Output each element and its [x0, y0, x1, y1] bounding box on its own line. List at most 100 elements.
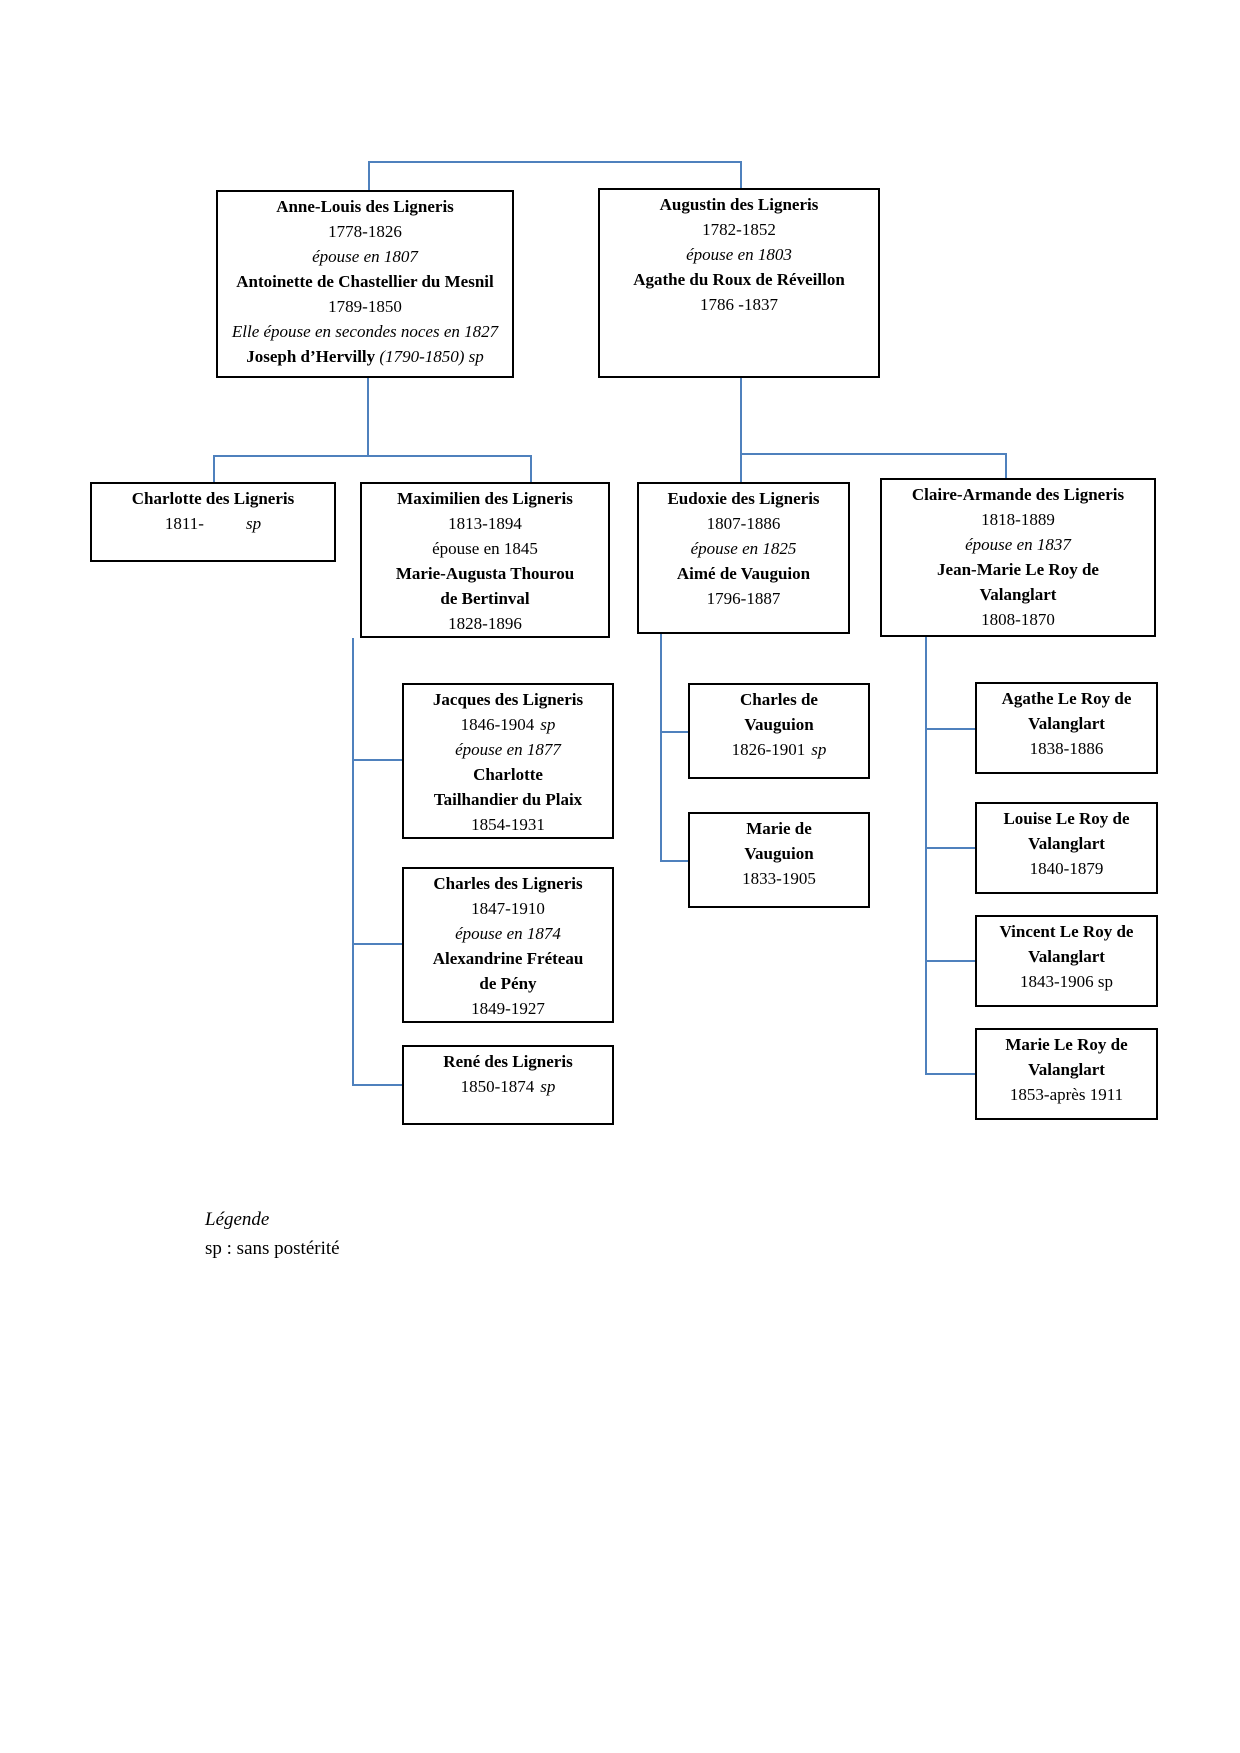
spouse-dates: 1854-1931	[471, 815, 545, 834]
remarriage-note: Elle épouse en secondes noces en 1827	[231, 322, 499, 341]
spouse-dates: 1828-1896	[448, 614, 522, 633]
legend-title: Légende	[205, 1209, 270, 1230]
sp-flag: sp	[811, 740, 827, 759]
spouse-name: Agathe du Roux de Réveillon	[633, 270, 845, 289]
connector-drop-charlotte	[213, 455, 215, 482]
connector-drop-claire	[1005, 453, 1007, 478]
connector-maximilien-children-vertical	[352, 638, 354, 1086]
person-box-marie-leroy: Marie Le Roy de Valanglart 1853-après 19…	[975, 1028, 1158, 1120]
connector-stub-charles-ligneris	[352, 943, 402, 945]
person-name-line1: Louise Le Roy de	[1003, 809, 1130, 828]
connector-stub-jacques	[352, 759, 402, 761]
person-name: Charlotte des Ligneris	[131, 489, 295, 508]
spouse-dates: 1808-1870	[981, 610, 1055, 629]
person-name-line1: Vincent Le Roy de	[999, 922, 1134, 941]
marriage-note: épouse en 1877	[455, 740, 561, 759]
person-dates: 1843-1906 sp	[1019, 972, 1114, 991]
person-name-line2: Valanglart	[1028, 947, 1105, 966]
person-name: René des Ligneris	[443, 1052, 573, 1071]
connector-stub-vincent-leroy	[925, 960, 975, 962]
sp-flag: sp	[245, 514, 262, 533]
person-dates: 1846-1904	[460, 715, 535, 734]
sp-flag: sp	[540, 1077, 556, 1096]
second-husband-dates: (1790-1850) sp	[375, 347, 484, 366]
spouse-name-line2: de Pény	[479, 974, 537, 993]
person-dates: 1853-après 1911	[1009, 1085, 1124, 1104]
person-box-maximilien: Maximilien des Ligneris 1813-1894 épouse…	[360, 482, 610, 638]
person-box-jacques: Jacques des Ligneris 1846-1904 sp épouse …	[402, 683, 614, 839]
second-husband-line: Joseph d’Hervilly (1790-1850) sp	[218, 344, 512, 369]
person-name: Jacques des Ligneris	[432, 690, 584, 709]
marriage-note: épouse en 1803	[686, 245, 792, 264]
person-box-augustin: Augustin des Ligneris 1782-1852 épouse e…	[598, 188, 880, 378]
person-dates: 1807-1886	[706, 514, 781, 533]
marriage-note: épouse en 1807	[312, 247, 418, 266]
person-box-charlotte: Charlotte des Ligneris 1811-sp	[90, 482, 336, 562]
person-dates: 1840-1879	[1029, 859, 1104, 878]
spouse-dates: 1796-1887	[706, 589, 781, 608]
connector-annelouis-children-horizontal	[213, 455, 532, 457]
person-name-line2: Vauguion	[744, 715, 814, 734]
person-dates: 1782-1852	[702, 220, 776, 239]
connector-stub-louise-leroy	[925, 847, 975, 849]
connector-top-right-drop	[740, 161, 742, 188]
person-dates: 1847-1910	[471, 899, 545, 918]
person-box-vincent-leroy: Vincent Le Roy de Valanglart 1843-1906 s…	[975, 915, 1158, 1007]
person-dates: 1778-1826	[328, 222, 402, 241]
person-name-line2: Valanglart	[1028, 1060, 1105, 1079]
person-name-line1: Marie Le Roy de	[1005, 1035, 1128, 1054]
spouse-name-line2: Valanglart	[979, 585, 1057, 604]
person-dates: 1818-1889	[981, 510, 1055, 529]
connector-top-horizontal	[368, 161, 742, 163]
connector-eudoxie-children-vertical	[660, 634, 662, 862]
connector-drop-maximilien	[530, 455, 532, 482]
legend-entry: sp : sans postérité	[205, 1238, 340, 1259]
connector-claire-children-vertical	[925, 637, 927, 1075]
connector-augustin-children-horizontal	[740, 453, 1007, 455]
person-box-charles-vauguion: Charles de Vauguion 1826-1901 sp	[688, 683, 870, 779]
person-dates-line: 1846-1904 sp	[404, 712, 612, 737]
spouse-name-line1: Jean-Marie Le Roy de	[937, 560, 1099, 579]
sp-flag: sp	[540, 715, 556, 734]
connector-stub-rene	[352, 1084, 402, 1086]
person-box-charles-ligneris: Charles des Ligneris 1847-1910 épouse en…	[402, 867, 614, 1023]
person-name: Eudoxie des Ligneris	[667, 489, 820, 508]
connector-augustin-down	[740, 378, 742, 484]
person-box-marie-vauguion: Marie de Vauguion 1833-1905	[688, 812, 870, 908]
spouse-name-line1: Marie-Augusta Thourou	[395, 564, 575, 583]
marriage-note: épouse en 1825	[690, 539, 797, 558]
person-dates-line: 1826-1901 sp	[690, 737, 868, 762]
spouse-name-line2: de Bertinval	[440, 589, 530, 608]
person-name: Charles des Ligneris	[433, 874, 583, 893]
person-box-anne-louis: Anne-Louis des Ligneris 1778-1826 épouse…	[216, 190, 514, 378]
connector-stub-marie-leroy	[925, 1073, 975, 1075]
second-husband-name: Joseph d’Hervilly	[246, 347, 376, 366]
person-name-line1: Marie de	[746, 819, 812, 838]
marriage-note: épouse en 1837	[965, 535, 1071, 554]
person-dates-line: 1811-sp	[92, 511, 334, 536]
person-box-eudoxie: Eudoxie des Ligneris 1807-1886 épouse en…	[637, 482, 850, 634]
spouse-name-line1: Charlotte	[473, 765, 543, 784]
connector-stub-marie-vauguion	[660, 860, 688, 862]
spouse-dates: 1789-1850	[328, 297, 402, 316]
spouse-name-line2: Tailhandier du Plaix	[433, 790, 583, 809]
connector-stub-charles-vauguion	[660, 731, 688, 733]
person-name: Augustin des Ligneris	[659, 195, 819, 214]
person-name: Claire-Armande des Ligneris	[911, 485, 1125, 504]
person-name-line2: Valanglart	[1028, 714, 1105, 733]
person-name-line1: Agathe Le Roy de	[1001, 689, 1132, 708]
person-dates: 1813-1894	[448, 514, 522, 533]
spouse-name: Aimé de Vauguion	[676, 564, 811, 583]
spouse-dates: 1849-1927	[471, 999, 545, 1018]
connector-annelouis-down	[367, 378, 369, 457]
person-name-line1: Charles de	[740, 690, 818, 709]
spouse-name: Antoinette de Chastellier du Mesnil	[236, 272, 494, 291]
person-dates: 1833-1905	[742, 869, 816, 888]
person-box-claire-armande: Claire-Armande des Ligneris 1818-1889 ép…	[880, 478, 1156, 637]
person-name-line2: Vauguion	[744, 844, 814, 863]
person-dates: 1826-1901	[731, 740, 806, 759]
person-box-agathe-leroy: Agathe Le Roy de Valanglart 1838-1886	[975, 682, 1158, 774]
person-box-louise-leroy: Louise Le Roy de Valanglart 1840-1879	[975, 802, 1158, 894]
